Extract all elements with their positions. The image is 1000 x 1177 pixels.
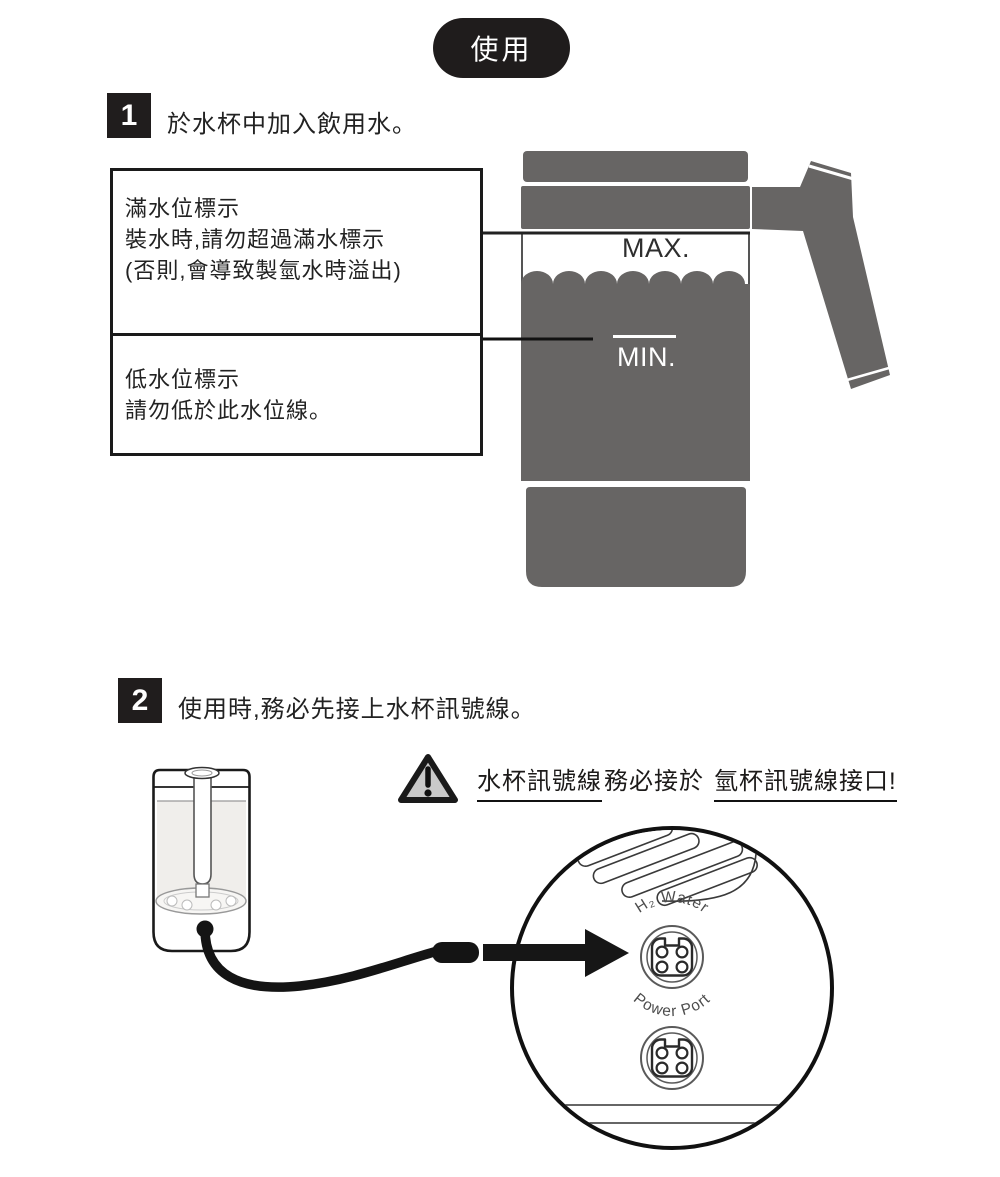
usage-badge: 使用 xyxy=(433,18,570,78)
warning-underlined-port: 氫杯訊號線接口! xyxy=(714,768,897,802)
min-level-line xyxy=(613,335,676,338)
warning-triangle-icon xyxy=(398,754,458,803)
step-2-text: 使用時,務必先接上水杯訊號線。 xyxy=(178,696,536,723)
water-cup-illustration xyxy=(152,766,251,953)
cable-nub xyxy=(196,920,214,938)
port-top-label: H₂ Water xyxy=(632,889,711,917)
port-inner-ring xyxy=(646,1032,698,1084)
cup-lid-top-band xyxy=(523,151,748,182)
diffuser-hole xyxy=(166,895,178,907)
warning-text: 水杯訊號線務必接於氫杯訊號線接口! xyxy=(477,761,897,802)
magnifier-circle xyxy=(510,826,834,1150)
port-inner-ring xyxy=(646,931,698,983)
bottle-cap-inner xyxy=(191,769,213,777)
diffuser-hole xyxy=(210,899,222,911)
port-outer-ring xyxy=(640,1026,704,1090)
vent-slat xyxy=(656,856,758,907)
step-1-text: 於水杯中加入飲用水。 xyxy=(167,111,417,138)
port-pins xyxy=(655,945,689,974)
diffuser-hole xyxy=(225,895,237,907)
vent-slat xyxy=(592,832,700,885)
min-level-callout-box: 低水位標示 請勿低於此水位線。 xyxy=(110,333,483,456)
signal-cable xyxy=(200,924,439,992)
max-level-callout-box: 滿水位標示 裝水時,請勿超過滿水標示 (否則,會導致製氫水時溢出) xyxy=(110,168,483,340)
handle-top-notch xyxy=(808,164,858,182)
port-connector-body xyxy=(650,937,694,977)
min-callout-line-1: 低水位標示 xyxy=(125,367,241,392)
arrow-icon xyxy=(483,929,629,977)
bottle-base-inner xyxy=(163,891,239,911)
vent-slats xyxy=(577,830,758,907)
cup-lid-band xyxy=(521,186,750,229)
cup-body-water xyxy=(521,271,750,481)
step-2-marker: 2 xyxy=(118,678,162,723)
exclamation-dot xyxy=(424,789,432,797)
power-port xyxy=(640,1026,704,1090)
bottle-outline xyxy=(152,768,251,953)
step-1-marker: 1 xyxy=(107,93,151,138)
port-connector-body xyxy=(650,1038,694,1078)
port-bottom-label-text: Power Port xyxy=(630,990,714,1020)
min-label: MIN. xyxy=(617,342,676,372)
cup-handle xyxy=(752,161,890,389)
warning-middle-text: 務必接於 xyxy=(604,768,704,795)
h2-water-port xyxy=(640,925,704,989)
max-callout-line-3: (否則,會導致製氫水時溢出) xyxy=(125,258,402,283)
bottle-cap xyxy=(184,766,220,780)
usage-badge-label: 使用 xyxy=(470,34,533,65)
warning-triangle-shape xyxy=(398,754,458,803)
bottle-water xyxy=(157,801,246,904)
port-bottom-label: Power Port xyxy=(630,990,713,1020)
min-callout-line-2: 請勿低於此水位線。 xyxy=(125,398,333,423)
bottle-base-plate xyxy=(155,887,247,915)
diffuser-hole xyxy=(181,899,193,911)
max-callout-line-1: 滿水位標示 xyxy=(125,196,241,221)
handle-bottom-notch xyxy=(846,366,890,382)
max-label: MAX. xyxy=(622,233,690,263)
warning-underlined-cable: 水杯訊號線 xyxy=(477,768,602,802)
magnifier-contents xyxy=(514,830,830,1124)
tube-fitting xyxy=(195,883,210,898)
cup-base xyxy=(526,487,746,587)
port-outer-ring xyxy=(640,925,704,989)
max-callout-line-2: 裝水時,請勿超過滿水標示 xyxy=(125,227,386,252)
vent-slat xyxy=(621,840,744,899)
vent-slat xyxy=(577,830,674,867)
bottle-inner-tube xyxy=(193,776,212,885)
port-pins xyxy=(655,1046,689,1075)
cup-diagram: MAX. MIN. xyxy=(483,151,890,587)
port-top-label-text: H₂ Water xyxy=(632,889,712,917)
vent-panel-curve xyxy=(661,853,757,903)
cable-plug xyxy=(432,942,479,963)
